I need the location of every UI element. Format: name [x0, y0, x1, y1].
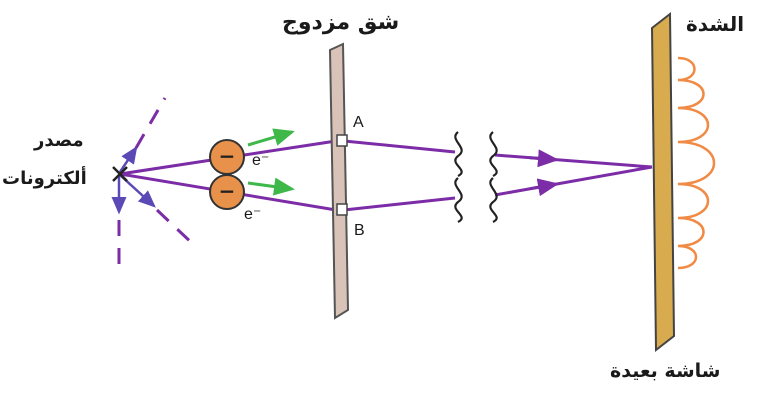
source-label-line1: مصدر: [34, 130, 84, 151]
electron-icon-top: −: [210, 140, 244, 174]
electron-symbol-bottom: −: [219, 179, 236, 203]
electron-label-bottom: e⁻: [244, 204, 261, 224]
slit-b-label: B: [354, 222, 365, 240]
double-slit-label: شق مزدوج: [282, 10, 399, 35]
intensity-curve: [678, 58, 714, 268]
electron-label-top: e⁻: [252, 150, 269, 170]
source-label-line2: ألكترونات: [2, 168, 87, 189]
intensity-label: الشدة: [686, 12, 744, 36]
distant-screen-label: شاشة بعيدة: [610, 360, 720, 382]
electron-icon-bottom: −: [210, 175, 244, 209]
double-slit-plate: [330, 44, 348, 318]
electron-rays: [120, 141, 652, 210]
distant-screen: [652, 14, 674, 350]
slit-a-label: A: [353, 114, 364, 132]
wave-squiggle-icon: [455, 132, 496, 222]
electron-symbol-top: −: [219, 144, 236, 168]
